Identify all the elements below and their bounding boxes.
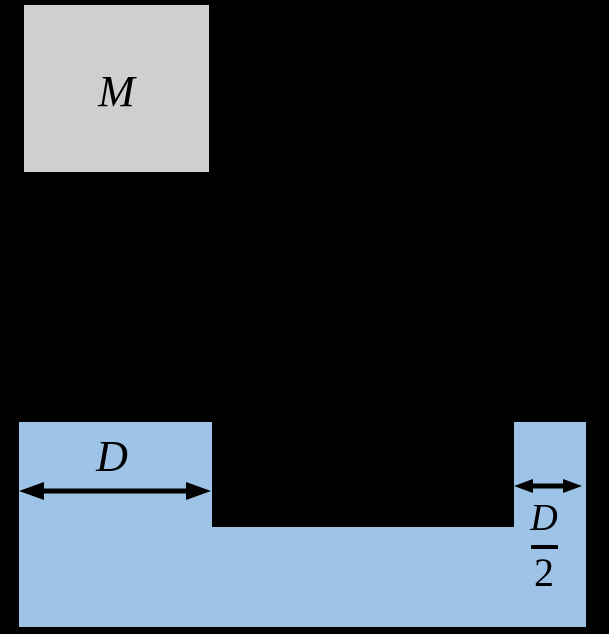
fluid-container-shape [19,422,586,627]
right-arrowhead-icon [563,479,582,493]
fraction-denominator: 2 [534,550,554,595]
fraction-numerator: D [530,497,558,539]
fraction-bar [530,545,558,549]
right-arrowhead-icon [186,482,211,500]
left-arrowhead-icon [514,479,533,493]
right-diameter-fraction: D 2 [516,496,572,593]
mass-block: M [24,5,209,172]
left-diameter-label: D [96,432,128,481]
left-diameter-arrow [19,482,211,500]
mass-label: M [98,66,135,116]
right-diameter-arrow [514,479,582,493]
left-arrowhead-icon [19,482,44,500]
